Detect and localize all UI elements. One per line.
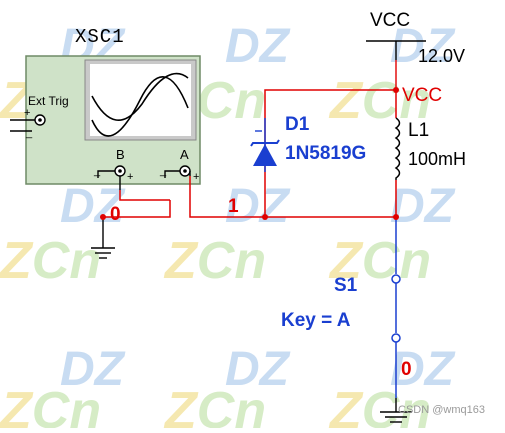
net-node-0-right-label: 0: [401, 359, 412, 380]
watermark-dz: DZ: [390, 343, 456, 396]
inductor-coil: [394, 117, 401, 180]
watermark-zcn: ZCn: [0, 382, 101, 428]
watermark-zcn: ZCn: [163, 232, 266, 290]
wire-channel-b: [119, 190, 170, 201]
waveform-trace-1: [91, 76, 189, 137]
watermark-dz: DZ: [390, 20, 456, 73]
switch-key: Key = A: [281, 310, 351, 331]
watermark-dz: DZ: [225, 20, 291, 73]
watermark-dz: DZ: [60, 343, 126, 396]
diode-part: 1N5819G: [285, 143, 367, 164]
wire-node-1: [189, 176, 396, 218]
inductor-l1[interactable]: [394, 117, 401, 180]
watermark-zcn: ZCn: [0, 232, 101, 290]
junction-node-1: [393, 214, 399, 220]
watermark-dz: DZ: [60, 180, 126, 233]
wire-diode-loop: [264, 89, 396, 217]
watermark-dz: DZ: [225, 180, 291, 233]
switch-s1[interactable]: [391, 217, 401, 398]
junctions: [100, 87, 399, 220]
watermark-dz: DZ: [390, 180, 456, 233]
vcc-voltage-label: 12.0V: [418, 46, 466, 66]
oscilloscope-xsc1[interactable]: [10, 55, 201, 185]
vcc-power-label: VCC: [370, 10, 411, 31]
wire-b-minus: [97, 170, 115, 178]
black-wires: [91, 40, 426, 423]
net-vcc-label: VCC: [402, 85, 443, 106]
oscilloscope-name: XSC1: [75, 26, 125, 48]
ext-trig-minus-sign: _: [26, 127, 33, 139]
junction-node-0: [100, 214, 106, 220]
terminal-dot: [118, 169, 122, 173]
inductor-ref: L1: [408, 120, 430, 141]
diode-symbol: [253, 144, 277, 166]
switch-ref: S1: [334, 275, 358, 296]
junction-vcc: [393, 87, 399, 93]
terminal-dot: [38, 118, 42, 122]
switch-top-contact: [391, 274, 401, 284]
red-wires: [103, 88, 397, 218]
channel-b-label: B: [116, 147, 125, 162]
ext-trig-plus-sign: +: [24, 107, 31, 119]
waveform-trace-2: [91, 72, 189, 121]
wire-a-minus: [164, 170, 180, 178]
diode-ref: D1: [285, 114, 310, 135]
wire-node-0-left: [103, 200, 171, 218]
diode-cathode-bar: [250, 139, 280, 147]
junction-diode-node-1: [262, 214, 268, 220]
watermark-zcn: ZCn: [163, 382, 266, 428]
ext-trig-label: Ext Trig: [28, 94, 69, 108]
net-node-0-left-label: 0: [110, 204, 121, 225]
watermark-dz: DZ: [225, 343, 291, 396]
net-node-1-label: 1: [228, 196, 239, 217]
channel-b-plus: +: [127, 171, 134, 183]
terminal-dot: [183, 169, 187, 173]
channel-a-minus: _: [160, 165, 167, 177]
switch-bottom-contact: [391, 333, 401, 343]
diode-d1[interactable]: [250, 118, 280, 172]
credit-text: CSDN @wmq163: [398, 404, 485, 416]
channel-b-minus: _: [94, 165, 101, 177]
inductor-value: 100mH: [408, 149, 467, 169]
channel-a-label: A: [180, 147, 189, 162]
channel-a-plus: +: [193, 171, 200, 183]
